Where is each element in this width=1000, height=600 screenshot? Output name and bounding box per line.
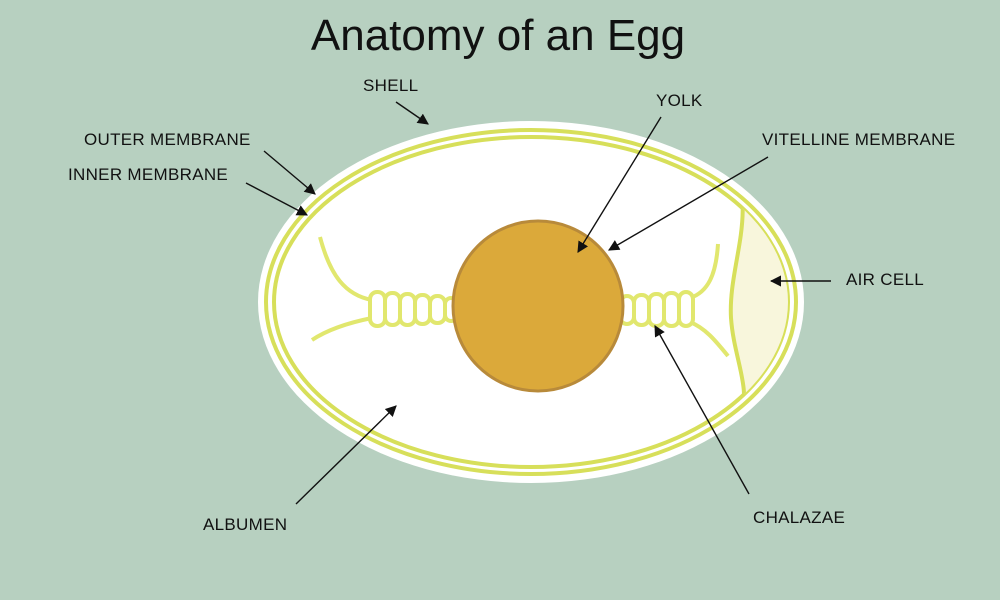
label-air-cell: AIR CELL	[846, 270, 924, 289]
label-albumen: ALBUMEN	[203, 515, 287, 534]
yolk	[451, 219, 625, 393]
label-shell: SHELL	[363, 76, 418, 95]
page-title: Anatomy of an Egg	[311, 11, 685, 60]
arrow-outer-membrane	[263, 150, 316, 195]
arrow-yolk	[577, 116, 662, 253]
arrow-inner-membrane	[245, 182, 308, 216]
outer-membrane	[264, 128, 798, 476]
air-cell	[730, 160, 788, 420]
arrow-chalazae	[654, 325, 750, 495]
chalaza-left	[310, 236, 459, 342]
arrow-albumen	[295, 405, 397, 505]
label-outer-membrane: OUTER MEMBRANE	[84, 130, 251, 149]
arrow-vitelline-membrane	[608, 156, 769, 251]
label-chalazae: CHALAZAE	[753, 508, 845, 527]
label-inner-membrane: INNER MEMBRANE	[68, 165, 228, 184]
label-yolk: YOLK	[656, 91, 703, 110]
arrow-shell	[395, 101, 429, 125]
label-vitelline-membrane: VITELLINE MEMBRANE	[762, 130, 955, 149]
